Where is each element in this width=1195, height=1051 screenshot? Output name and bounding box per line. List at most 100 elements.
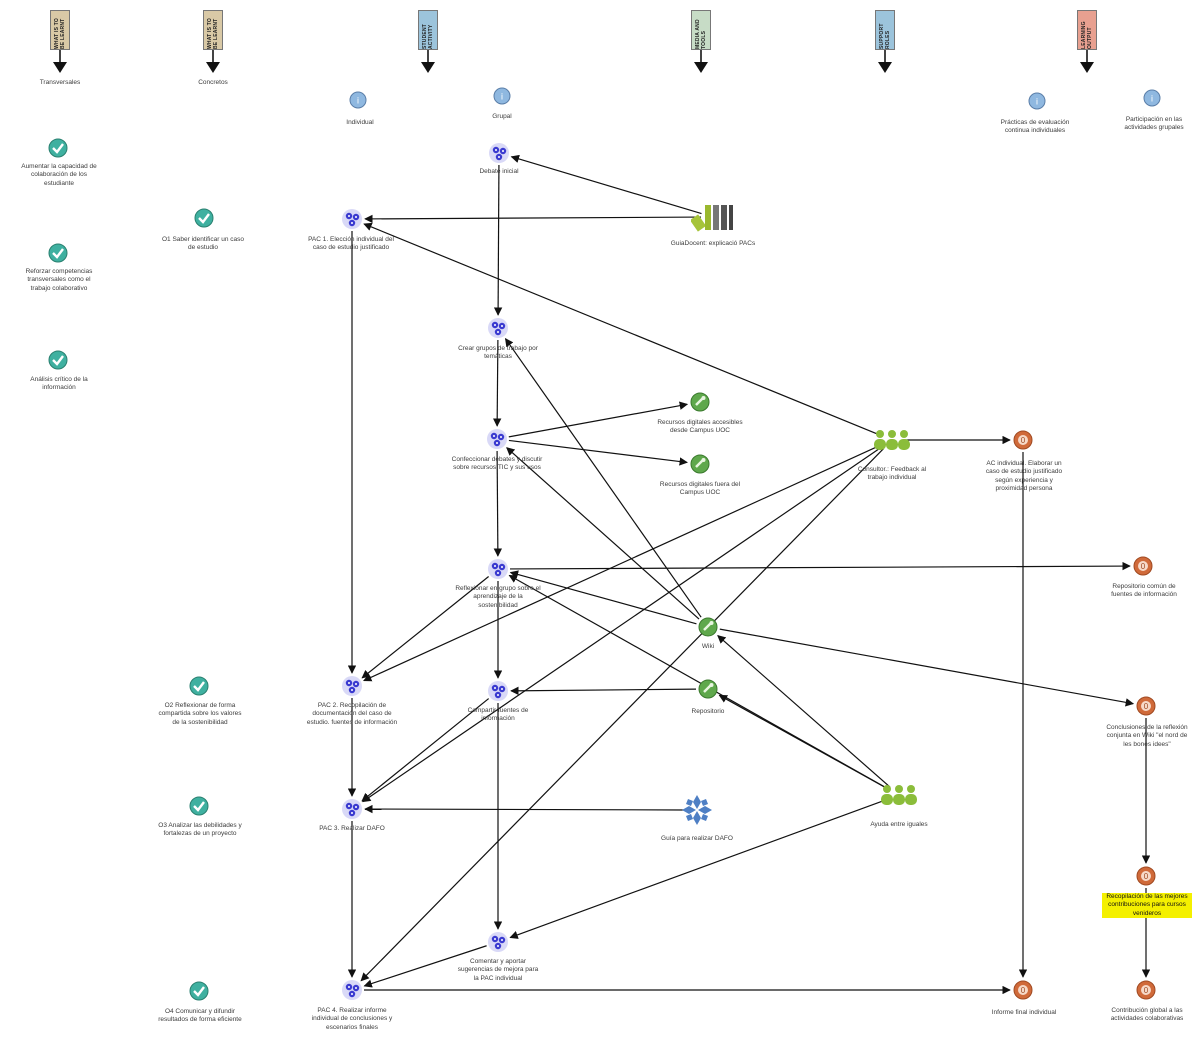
objective-icon[interactable] [188, 795, 210, 817]
edge-s2-a9 [509, 798, 888, 939]
svg-text:0: 0 [1144, 702, 1149, 711]
activity-icon[interactable] [487, 558, 509, 580]
people-icon[interactable] [878, 782, 920, 808]
activity-icon[interactable] [487, 931, 509, 953]
people-icon[interactable] [871, 427, 913, 453]
edge-a9-a10 [363, 945, 487, 988]
header-flag: WHAT IS TO BE LEARNT [203, 10, 223, 50]
edge-s2-a5 [508, 574, 889, 790]
node-label: Reflexionar en grupo sobre el aprendizaj… [455, 585, 541, 609]
node-label: Recursos digitales fuera del Campus UOC [659, 481, 741, 497]
header-what-to-learn-1: WHAT IS TO BE LEARNT [45, 10, 75, 73]
tool-icon[interactable] [689, 453, 711, 475]
header-flag: MEDIA AND TOOLS [691, 10, 711, 50]
objective-icon[interactable] [193, 207, 215, 229]
output-icon[interactable]: 0 [1135, 695, 1157, 717]
edge-a1-a3 [493, 164, 503, 316]
activity-icon[interactable] [341, 798, 363, 820]
activity-icon[interactable] [341, 208, 363, 230]
edge-m4-a5 [509, 570, 697, 625]
activity-icon[interactable] [488, 142, 510, 164]
node-label: PAC 4. Realizar informe individual de co… [311, 1007, 393, 1031]
column-label-transversales: Transversales [39, 79, 81, 86]
node-label: Recopilación de las mejores contribucion… [1102, 893, 1192, 919]
edge-m5-a7 [510, 686, 697, 696]
tool-icon[interactable] [689, 391, 711, 413]
node-label: O1 Saber identificar un caso de estudio [161, 236, 245, 252]
node-label: Guía para realizar DAFO [661, 835, 733, 842]
header-flag: WHAT IS TO BE LEARNT [50, 10, 70, 50]
output-icon[interactable]: 0 [1012, 979, 1034, 1001]
node-label: Repositorio [691, 708, 725, 715]
down-arrow-icon [1080, 62, 1094, 73]
activity-icon[interactable] [487, 317, 509, 339]
tool-icon[interactable] [697, 678, 719, 700]
output-icon[interactable]: 0 [1132, 555, 1154, 577]
edge-m6-a8 [364, 804, 686, 814]
down-arrow-icon [206, 62, 220, 73]
node-label: O3 Analizar las debilidades y fortalezas… [158, 822, 242, 838]
node-label: O2 Reflexionar de forma compartida sobre… [158, 702, 242, 726]
edge-m4-a4 [506, 447, 700, 620]
node-label: Análisis crítico de la información [30, 376, 88, 392]
node-label: Confeccionar debates y discutir sobre re… [451, 456, 543, 472]
activity-icon[interactable] [341, 979, 363, 1001]
header-media-tools: MEDIA AND TOOLS [686, 10, 716, 73]
info-icon[interactable]: i [1142, 88, 1162, 108]
node-label: Compartir fuentes de información [467, 707, 529, 723]
down-arrow-icon [878, 62, 892, 73]
objective-icon[interactable] [47, 242, 69, 264]
activity-icon[interactable] [487, 680, 509, 702]
node-label: PAC 1. Elección individual del caso de e… [308, 236, 394, 252]
node-label: Wiki [701, 643, 715, 650]
edge-m4-a3 [504, 337, 702, 618]
column-label-individual: Individual [346, 119, 374, 126]
node-label: Crear grupos de trabajo por temáticas [458, 345, 538, 361]
edge-a7-a8 [361, 698, 490, 802]
node-label: Conclusiones de la reflexión conjunta en… [1106, 724, 1188, 748]
info-icon[interactable]: i [348, 90, 368, 110]
edge-s2-m4 [717, 635, 891, 788]
objective-icon[interactable] [47, 349, 69, 371]
info-icon[interactable]: i [1027, 91, 1047, 111]
info-icon[interactable]: i [492, 86, 512, 106]
tool-icon[interactable] [697, 616, 719, 638]
output-icon[interactable]: 0 [1012, 429, 1034, 451]
activity-icon[interactable] [486, 428, 508, 450]
objective-icon[interactable] [47, 137, 69, 159]
header-flag: SUPPORT ROLES [875, 10, 895, 50]
svg-text:0: 0 [1021, 436, 1026, 445]
node-label: Debate inicial [479, 168, 519, 175]
svg-text:0: 0 [1021, 986, 1026, 995]
node-label: Reforzar competencias transversales como… [25, 268, 93, 292]
books-icon[interactable] [689, 202, 735, 232]
edge-a5-a6 [361, 576, 490, 679]
header-support-roles: SUPPORT ROLES [870, 10, 900, 73]
down-arrow-icon [421, 62, 435, 73]
dafo-icon[interactable] [680, 793, 714, 827]
node-label: Comentar y aportar sugerencias de mejora… [457, 958, 539, 982]
output-icon[interactable]: 0 [1135, 979, 1157, 1001]
edge-a4-m2 [508, 401, 689, 438]
edge-s1-a8 [362, 446, 883, 803]
node-label: Aumentar la capacidad de colaboración de… [21, 163, 97, 187]
objective-icon[interactable] [188, 980, 210, 1002]
column-label-participacion: Participación en las actividades grupale… [1124, 116, 1184, 132]
column-label-concretos: Concretos [198, 79, 228, 86]
svg-text:i: i [501, 92, 503, 102]
node-label: Consultor.: Feedback al trabajo individu… [857, 466, 927, 482]
node-label: O4 Comunicar y difundir resultados de fo… [158, 1008, 242, 1024]
down-arrow-icon [694, 62, 708, 73]
node-label: PAC 3. Realizar DAFO [319, 825, 385, 832]
activity-icon[interactable] [341, 675, 363, 697]
svg-text:i: i [1151, 94, 1153, 104]
edge-a4-m3 [508, 439, 688, 466]
output-icon[interactable]: 0 [1135, 865, 1157, 887]
node-label: GuiaDocent: explicació PACs [670, 240, 756, 247]
header-learning-output: LEARNING OUTPUT [1072, 10, 1102, 73]
header-what-to-learn-2: WHAT IS TO BE LEARNT [198, 10, 228, 73]
header-flag: STUDENT ACTIVITY [418, 10, 438, 50]
header-flag: LEARNING OUTPUT [1077, 10, 1097, 50]
objective-icon[interactable] [188, 675, 210, 697]
